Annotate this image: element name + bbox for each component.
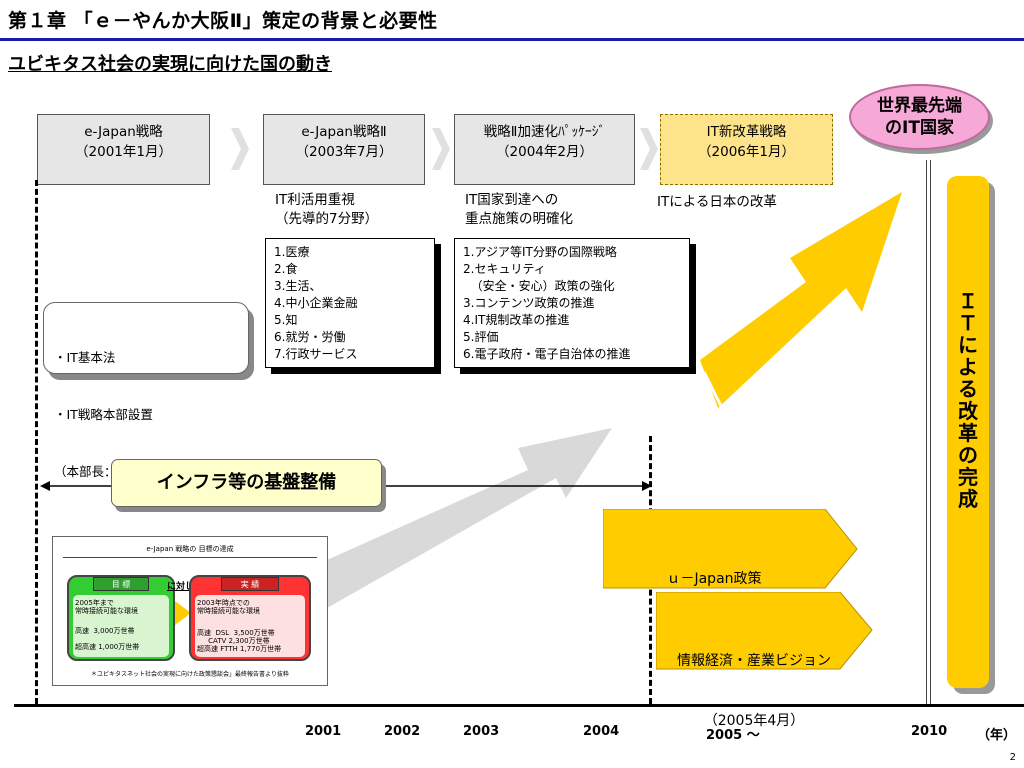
law-item: ・IT戦略本部設置 — [54, 407, 153, 422]
list-item: 7.行政サービス — [274, 347, 358, 361]
inset-title: e-Japan 戦略の 目標の達成 — [146, 545, 234, 553]
phase-box-ejapan2: e-Japan戦略Ⅱ （2003年7月） — [263, 114, 425, 185]
phase-date: （2003年7月） — [295, 144, 393, 160]
list-item: 1.アジア等IT分野の国際戦略 — [463, 245, 617, 259]
list-item: 2.セキュリティ — [463, 262, 546, 276]
phase-date: （2001年1月） — [75, 144, 172, 160]
it-reform-completion-bar — [947, 176, 989, 688]
phase-box-accel: 戦略Ⅱ加速化ﾊﾟｯｹｰｼﾞ （2004年2月） — [454, 114, 635, 185]
list-item: 1.医療 — [274, 245, 310, 259]
ejapan-achievement-inset: e-Japan 戦略の 目標の達成 目 標 2005年まで 常時接続可能な環境 … — [52, 536, 328, 686]
year-label: 2004 — [583, 724, 620, 739]
target-header: 目 標 — [93, 577, 149, 591]
target-inner — [73, 595, 169, 657]
label-line: ｕ－Japan政策 — [666, 571, 762, 587]
list-item: 4.IT規制改革の推進 — [463, 313, 570, 327]
milestone-2010-line — [926, 160, 931, 706]
inset-footnote: ＊ユビキタスネット社会の実現に向けた政策懇談会」最終報告書より抜粋 — [91, 671, 289, 678]
label-line: 情報経済・産業ビジョン — [677, 653, 831, 669]
list-item: （安全・安心）政策の強化 — [463, 279, 615, 293]
year-unit-label: （年） — [977, 728, 1017, 743]
infra-label-box: インフラ等の基盤整備 — [111, 459, 382, 507]
chevron-right-icon — [640, 128, 658, 170]
target-text: 2005年まで 常時接続可能な環境 — [75, 599, 138, 615]
phase-date: （2004年2月） — [496, 144, 593, 160]
result-header: 実 績 — [221, 577, 279, 591]
page-number: 2 — [1009, 752, 1016, 763]
note-line: 重点施策の明確化 — [465, 211, 573, 227]
goal-cloud: 世界最先端 のIT国家 — [849, 84, 990, 150]
phase-name: e-Japan戦略 — [84, 124, 163, 140]
year-label: 2010 — [911, 724, 948, 739]
vision-label: 情報経済・産業ビジョン （2005年4月） — [656, 611, 852, 751]
vision-shape — [656, 592, 873, 670]
title-rule — [0, 38, 1024, 41]
u-japan-shape — [603, 509, 858, 589]
phase-date: （2006年1月） — [698, 144, 795, 160]
phase2-note: IT利活用重視 （先導的7分野） — [275, 191, 378, 229]
accel-package-list: 1.アジア等IT分野の国際戦略 2.セキュリティ （安全・安心）政策の強化 3.… — [454, 238, 690, 368]
law-item: ・IT基本法 — [54, 350, 116, 365]
priority-fields-list: 1.医療 2.食 3.生活、 4.中小企業金融 5.知 6.就労・労働 7.行政… — [265, 238, 435, 368]
result-inner — [195, 595, 305, 657]
it-reform-completion-text: Ｉ Ｔ に よ る 改 革 の 完 成 — [958, 289, 978, 511]
inset-connector: に対し — [167, 582, 195, 592]
year-label: 2002 — [384, 724, 421, 739]
gray-growth-arrow — [300, 428, 612, 612]
list-item: 6.就労・労働 — [274, 330, 346, 344]
phase-box-it-reform: IT新改革戦略 （2006年1月） — [660, 114, 833, 185]
year-label: 2003 — [463, 724, 500, 739]
year-label: 2005 ～ — [706, 728, 760, 743]
result-text: 2003年時点での 常時接続可能な環境 — [197, 599, 260, 615]
page-title: 第１章 「ｅ－やんか大阪Ⅱ」策定の背景と必要性 — [8, 10, 438, 32]
phase-box-ejapan: e-Japan戦略 （2001年1月） — [37, 114, 210, 185]
timeline-axis — [14, 704, 1024, 707]
list-item: 6.電子政府・電子自治体の推進 — [463, 347, 631, 361]
it-basic-law-box: ・IT基本法 ・IT戦略本部設置 （本部長：内閣総理大臣） — [43, 302, 249, 479]
result-rows: 高速 DSL 3,500万世帯 CATV 2,300万世帯 超高速 FTTH 1… — [197, 629, 282, 653]
yellow-growth-arrow — [691, 192, 902, 418]
section-subtitle: ユビキタス社会の実現に向けた国の動き — [8, 54, 332, 75]
chevron-right-icon — [432, 128, 450, 170]
note-line: IT国家到達への — [465, 192, 559, 208]
target-rows: 高速 3,000万世帯 超高速 1,000万世帯 — [75, 627, 140, 651]
chevron-right-icon — [175, 601, 191, 625]
list-item: 4.中小企業金融 — [274, 296, 358, 310]
note-line: （先導的7分野） — [275, 211, 379, 227]
list-item: 3.コンテンツ政策の推進 — [463, 296, 595, 310]
phase-name: IT新改革戦略 — [706, 124, 787, 140]
phase4-note: ITによる日本の改革 — [657, 194, 777, 210]
inset-title-bar — [63, 543, 317, 558]
goal-line: 世界最先端 — [877, 96, 962, 116]
label-line: （2005年4月） — [703, 713, 805, 729]
timeline-dashed-line-2001 — [35, 180, 38, 704]
list-item: 3.生活、 — [274, 279, 322, 293]
list-item: 5.知 — [274, 313, 298, 327]
phase3-note: IT国家到達への 重点施策の明確化 — [465, 191, 573, 229]
phase-name: 戦略Ⅱ加速化ﾊﾟｯｹｰｼﾞ — [483, 124, 606, 140]
goal-line: のIT国家 — [885, 118, 954, 138]
chevron-right-icon — [231, 128, 249, 170]
year-label: 2001 — [305, 724, 342, 739]
list-item: 5.評価 — [463, 330, 499, 344]
phase-name: e-Japan戦略Ⅱ — [301, 124, 387, 140]
note-line: IT利活用重視 — [275, 192, 355, 208]
list-item: 2.食 — [274, 262, 298, 276]
